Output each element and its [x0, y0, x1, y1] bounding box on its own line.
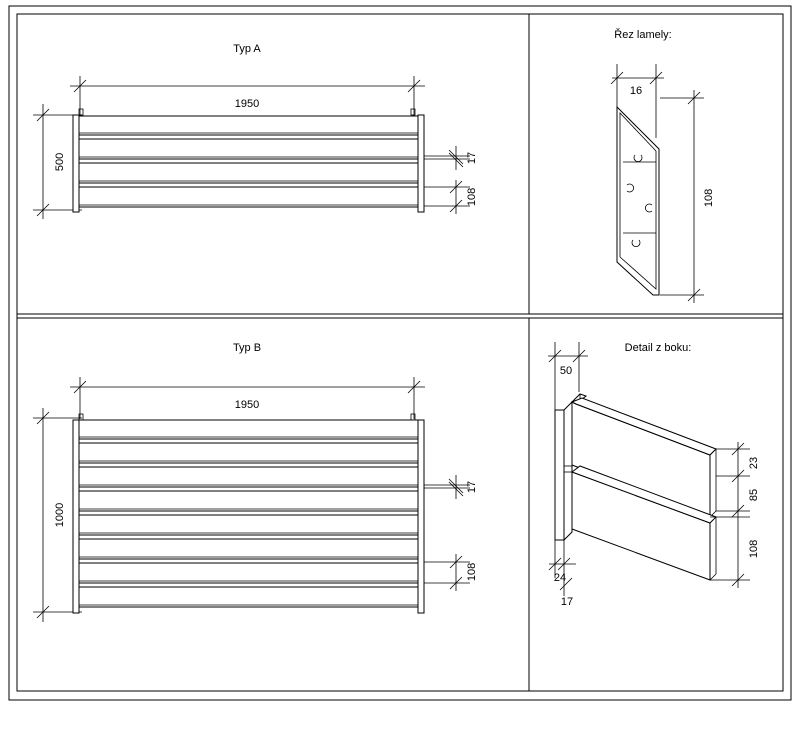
type-b-title: Typ B [233, 342, 261, 354]
inner-frame [16, 13, 784, 692]
type-b-drawing: Typ B 1950 1000 [33, 342, 478, 622]
profile-section [616, 105, 660, 296]
type-a-height-label: 500 [54, 153, 66, 171]
type-b-width-dimension: 1950 [70, 377, 425, 419]
profile-height-dimension: 108 [660, 90, 715, 303]
type-b-slat [78, 442, 419, 464]
type-a-drawing: Typ A 1950 500 [33, 43, 478, 219]
type-a-gap-label: 17 [466, 152, 478, 164]
type-a-slats [78, 115, 419, 208]
type-b-slat [78, 514, 419, 536]
side-detail-bottom-label: 108 [748, 540, 760, 558]
profile-top-dimension: 16 [610, 64, 664, 138]
type-a-right-post [417, 114, 425, 213]
type-a-slat [78, 115, 419, 136]
type-a-width-dimension: 1950 [70, 76, 425, 116]
profile-top-label: 16 [630, 85, 642, 97]
side-detail-foot-b-label: 17 [561, 596, 573, 608]
type-b-right-post [417, 419, 425, 614]
side-detail-right-dimensions: 23 85 108 [710, 442, 760, 588]
type-b-slat [78, 586, 419, 608]
type-b-slats [78, 419, 419, 608]
type-a-width-label: 1950 [235, 98, 259, 110]
side-detail-mid-label: 85 [748, 489, 760, 501]
type-a-left-cap [78, 108, 84, 116]
type-a-slat-dimension: 108 [424, 180, 478, 214]
type-a-slat [78, 186, 419, 208]
type-b-slat-label: 108 [466, 563, 478, 581]
type-b-slat-dimension: 108 [424, 554, 478, 591]
type-b-width-label: 1950 [235, 399, 259, 411]
type-b-slat [78, 490, 419, 512]
type-a-title: Typ A [233, 43, 261, 55]
type-b-slat [78, 419, 419, 440]
side-detail-top-label: 23 [748, 457, 760, 469]
type-a-slat [78, 138, 419, 160]
side-detail-drawing: Detail z boku: 50 [548, 342, 760, 608]
type-a-slat [78, 162, 419, 184]
type-b-gap-dimension: 17 [424, 475, 478, 499]
type-b-slat [78, 538, 419, 560]
type-a-gap-dimension: 17 [424, 146, 478, 170]
type-b-gap-label: 17 [466, 481, 478, 493]
type-b-height-label: 1000 [54, 503, 66, 527]
side-detail-title: Detail z boku: [625, 342, 692, 354]
type-b-left-post [72, 419, 80, 614]
side-detail-foot-dimensions: 24 17 [548, 540, 576, 608]
side-detail-post-dimension: 50 [548, 342, 588, 410]
type-a-left-post [72, 114, 80, 213]
profile-height-label: 108 [703, 189, 715, 207]
type-a-right-cap [410, 108, 416, 116]
side-detail-post-label: 50 [560, 365, 572, 377]
outer-frame [8, 5, 792, 701]
profile-title: Řez lamely: [614, 28, 671, 41]
profile-drawing: Řez lamely: 16 108 [610, 28, 715, 303]
type-a-slat-label: 108 [466, 188, 478, 206]
side-detail-foot-a-label: 24 [554, 572, 566, 584]
type-b-slat [78, 466, 419, 488]
type-b-slat [78, 562, 419, 584]
